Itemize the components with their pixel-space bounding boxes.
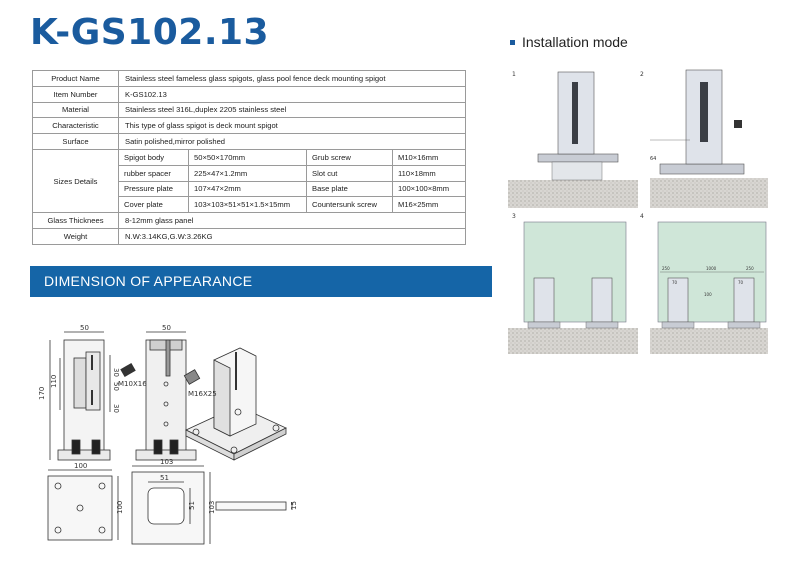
spec-label: Weight — [32, 227, 119, 245]
dim-label: M16X25 — [188, 390, 217, 398]
size-value: 110×18mm — [392, 164, 466, 182]
spec-value: Satin polished,mirror polished — [118, 133, 466, 150]
size-name: Slot cut — [306, 164, 393, 182]
table-row: Weight N.W:3.14KG,G.W:3.26KG — [32, 227, 466, 245]
install-step-label: 2 — [640, 71, 644, 78]
table-row: Item Number K-GS102.13 — [32, 85, 466, 103]
dim-label: 70 — [672, 280, 678, 285]
table-row: Glass Thicknees 8-12mm glass panel — [32, 212, 466, 229]
dim-label: 51 — [188, 501, 196, 510]
size-name: rubber spacer — [118, 164, 189, 182]
size-name: Cover plate — [118, 196, 189, 214]
dim-label: 50 — [112, 382, 120, 391]
dim-label: 100 — [116, 501, 124, 514]
dim-label: 70 — [738, 280, 744, 285]
table-row: Material Stainless steel 316L,duplex 220… — [32, 101, 466, 119]
spec-value: N.W:3.14KG,G.W:3.26KG — [118, 227, 466, 245]
dimension-drawings: 50 50 170 110 30 50 30 M10X16 M16X25 100… — [38, 324, 298, 545]
table-row: Surface Satin polished,mirror polished — [32, 133, 466, 150]
install-step-label: 1 — [512, 71, 516, 78]
spec-label: Sizes Details — [32, 148, 119, 214]
spec-value: Stainless steel 316L,duplex 2205 stainle… — [118, 101, 466, 119]
size-name: Pressure plate — [118, 180, 189, 198]
size-value: 225×47×1.2mm — [188, 164, 307, 182]
dim-label: 100 — [704, 292, 712, 297]
dim-label: 50 — [162, 324, 171, 332]
table-row: Product Name Stainless steel fameless gl… — [32, 70, 466, 87]
dim-label: 50 — [80, 324, 89, 332]
table-row: rubber spacer 225×47×1.2mm Slot cut 110×… — [33, 164, 466, 182]
size-name: Base plate — [306, 180, 393, 198]
dim-label: 250 — [746, 266, 754, 271]
install-step-label: 4 — [640, 213, 644, 220]
dim-label: 30 — [112, 368, 120, 377]
product-code-title: K-GS102.13 — [30, 12, 270, 53]
spec-label: Glass Thicknees — [32, 212, 119, 229]
spec-value: This type of glass spigot is deck mount … — [118, 117, 466, 135]
dim-label: 64 — [650, 156, 656, 162]
table-row: Sizes Details Spigot body 50×50×170mm Gr… — [32, 148, 466, 214]
dim-label: M10X16 — [118, 380, 147, 388]
size-name: Spigot body — [118, 148, 189, 166]
dim-label: 170 — [38, 387, 46, 400]
install-step-label: 3 — [512, 213, 516, 220]
spec-table: Product Name Stainless steel fameless gl… — [32, 70, 466, 245]
dim-label: 103 — [160, 458, 173, 466]
table-row: Characteristic This type of glass spigot… — [32, 117, 466, 135]
spec-value: K-GS102.13 — [118, 85, 466, 103]
spec-label: Product Name — [32, 70, 119, 87]
dim-label: 110 — [50, 375, 58, 388]
dim-label: 51 — [160, 474, 169, 482]
installation-heading: Installation mode — [510, 34, 628, 50]
installation-drawings: 1 2 64 3 8-12 4 250 1000 250 70 70 100 — [508, 69, 768, 354]
spec-label: Material — [32, 101, 119, 119]
spec-label: Characteristic — [32, 117, 119, 135]
table-row: Cover plate 103×103×51×51×1.5×15mm Count… — [33, 196, 466, 214]
size-value: 100×100×8mm — [392, 180, 466, 198]
installation-heading-label: Installation mode — [522, 34, 628, 50]
size-value: 103×103×51×51×1.5×15mm — [188, 196, 307, 214]
spec-label: Surface — [32, 133, 119, 150]
size-value: M16×25mm — [392, 196, 466, 214]
size-value: 50×50×170mm — [188, 148, 307, 166]
dim-label: 30 — [112, 404, 120, 413]
spec-value: 8-12mm glass panel — [118, 212, 466, 229]
bullet-icon — [510, 39, 515, 45]
spec-value: Stainless steel fameless glass spigots, … — [118, 70, 466, 87]
size-value: 107×47×2mm — [188, 180, 307, 198]
dim-label: 15 — [290, 501, 298, 510]
size-value: M10×16mm — [392, 148, 466, 166]
dim-label: 250 — [662, 266, 670, 271]
dim-label: 1000 — [706, 266, 717, 271]
dim-label: 103 — [208, 501, 216, 514]
size-name: Grub screw — [306, 148, 393, 166]
dim-label: 100 — [74, 462, 87, 470]
size-name: Countersunk screw — [306, 196, 393, 214]
dimension-banner: DIMENSION OF APPEARANCE — [30, 266, 492, 297]
spec-label: Item Number — [32, 85, 119, 103]
